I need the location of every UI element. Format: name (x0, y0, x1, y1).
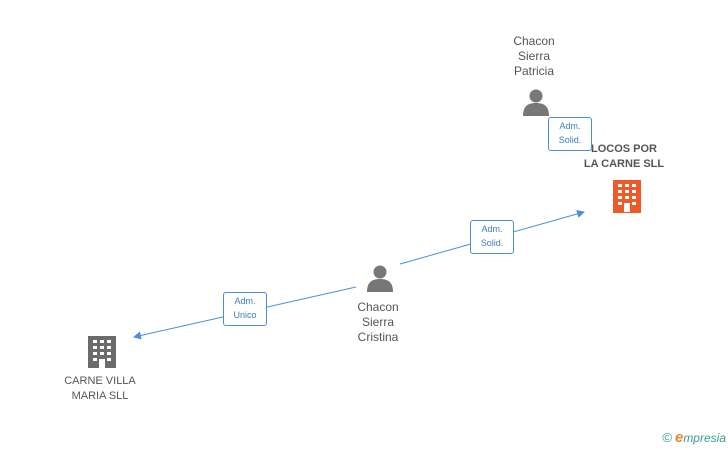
building-icon[interactable] (88, 336, 116, 368)
building-icon[interactable] (613, 180, 641, 213)
relation-badge-cristina-carne-villa: Adm. Unico (223, 292, 267, 326)
relation-badge-cristina-locos: Adm. Solid. (470, 220, 514, 254)
person-icon[interactable] (367, 265, 393, 293)
empresia-logo: ©empresia (662, 429, 726, 446)
brand-name: mpresia (683, 431, 726, 445)
relation-badge-patricia-locos: Adm. Solid. (548, 117, 592, 151)
person-name-patricia[interactable]: Chacon Sierra Patricia (513, 34, 555, 78)
person-icon[interactable] (523, 89, 549, 117)
company-name-carne-villa-maria[interactable]: CARNE VILLA MARIA SLL (64, 375, 136, 402)
person-name-cristina[interactable]: Chacon Sierra Cristina (357, 300, 399, 344)
copyright-symbol: © (662, 430, 672, 445)
brand-initial: e (674, 429, 684, 446)
company-name-locos-por-la-carne[interactable]: LOCOS POR LA CARNE SLL (583, 143, 665, 170)
